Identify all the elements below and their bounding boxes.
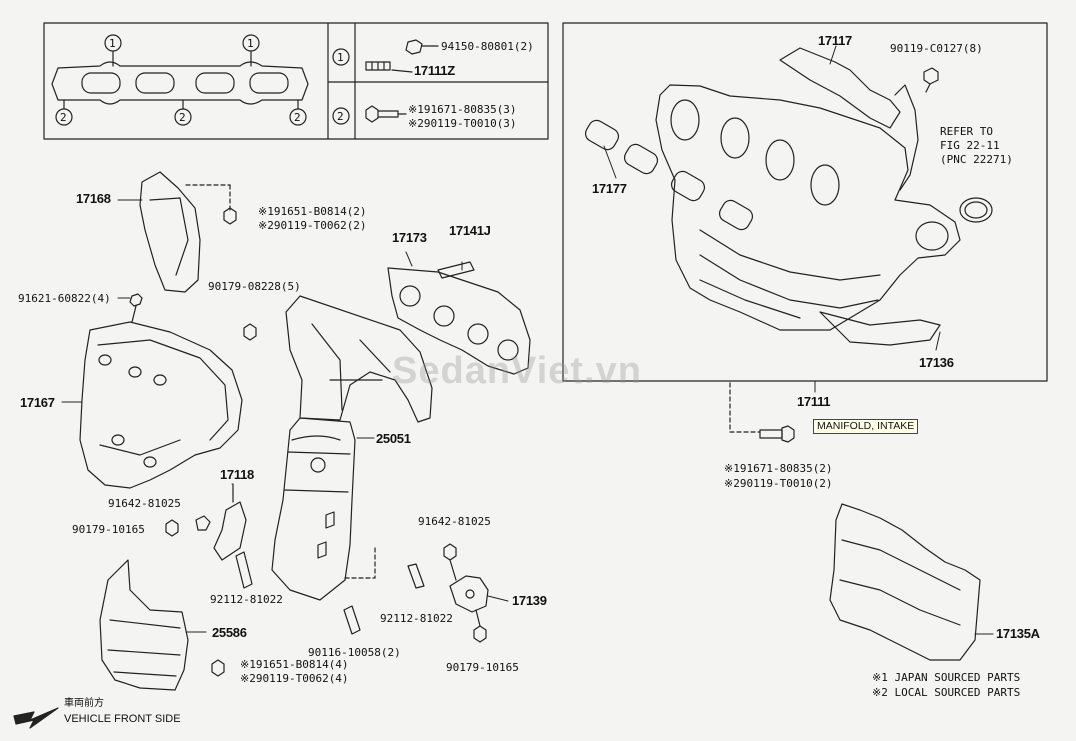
heat-insulator-17168 <box>139 171 201 293</box>
inset-row2-marker: 2 <box>337 110 344 123</box>
label-91642-right: 91642-81025 <box>418 515 491 528</box>
label-17135A: 17135A <box>996 626 1040 641</box>
inset-row1-marker: 1 <box>337 51 344 64</box>
inset-marker-1b: 1 <box>247 37 254 50</box>
label-17139: 17139 <box>512 593 547 608</box>
label-290119-intake: ※290119-T0010(2) <box>724 477 833 490</box>
label-17117: 17117 <box>818 33 852 48</box>
label-91621: 91621-60822(4) <box>18 292 111 305</box>
heat-insulator-25586 <box>99 559 189 691</box>
label-191651-25586: ※191651-B0814(4) <box>240 658 349 671</box>
label-191671-intake: ※191671-80835(2) <box>724 462 833 475</box>
label-17173: 17173 <box>392 230 427 245</box>
inset-marker-2a: 2 <box>60 111 67 124</box>
front-label-en: VEHICLE FRONT SIDE <box>64 713 181 725</box>
label-17111Z: 17111Z <box>414 63 455 78</box>
insulator-17135A <box>829 503 981 661</box>
label-191671-inset: ※191671-80835(3) <box>408 103 517 116</box>
label-25051: 25051 <box>376 431 411 446</box>
label-25586: 25586 <box>212 625 247 640</box>
label-17111: 17111 <box>797 394 831 409</box>
inset-box <box>43 22 549 140</box>
label-17168: 17168 <box>76 191 111 206</box>
label-92112-left: 92112-81022 <box>210 593 283 606</box>
manifold-intake-tag: MANIFOLD, INTAKE <box>813 419 919 434</box>
label-290119-17168: ※290119-T0062(2) <box>258 219 367 232</box>
label-90179-right: 90179-10165 <box>446 661 519 674</box>
label-94150: 94150-80801(2) <box>441 40 534 53</box>
inset-marker-2b: 2 <box>179 111 186 124</box>
label-90179-08228: 90179-08228(5) <box>208 280 301 293</box>
label-90119: 90119-C0127(8) <box>890 42 983 55</box>
inset-marker-2c: 2 <box>294 111 301 124</box>
front-arrow <box>13 707 59 729</box>
label-90116: 90116-10058(2) <box>308 646 401 659</box>
bracket-17139 <box>449 575 489 613</box>
label-17167: 17167 <box>20 395 55 410</box>
note-local-sourced: ※2 LOCAL SOURCED PARTS <box>872 686 1021 699</box>
label-91642-left: 91642-81025 <box>108 497 181 510</box>
heat-insulator-17167 <box>79 321 243 489</box>
watermark: SedanViet.vn <box>392 350 642 392</box>
refer-line-2: FIG 22-11 <box>940 139 1000 152</box>
label-17136: 17136 <box>919 355 954 370</box>
label-290119-inset: ※290119-T0010(3) <box>408 117 517 130</box>
front-label-jp: 車両前方 <box>64 698 104 709</box>
inset-marker-1a: 1 <box>109 37 116 50</box>
label-290119-25586: ※290119-T0062(4) <box>240 672 349 685</box>
exhaust-gasket-17173 <box>387 267 531 375</box>
refer-line-3: (PNC 22271) <box>940 153 1013 166</box>
exhaust-manifold <box>271 295 433 601</box>
bracket-17118 <box>213 501 247 561</box>
label-17141J: 17141J <box>449 223 491 238</box>
intake-gasket <box>584 119 754 231</box>
label-17177: 17177 <box>592 181 627 196</box>
note-japan-sourced: ※1 JAPAN SOURCED PARTS <box>872 671 1021 684</box>
label-90179-left: 90179-10165 <box>72 523 145 536</box>
label-17118: 17118 <box>220 467 254 482</box>
label-92112-right: 92112-81022 <box>380 612 453 625</box>
refer-line-1: REFER TO <box>940 125 993 138</box>
intake-manifold-box <box>562 22 1048 382</box>
label-191651-17168: ※191651-B0814(2) <box>258 205 367 218</box>
